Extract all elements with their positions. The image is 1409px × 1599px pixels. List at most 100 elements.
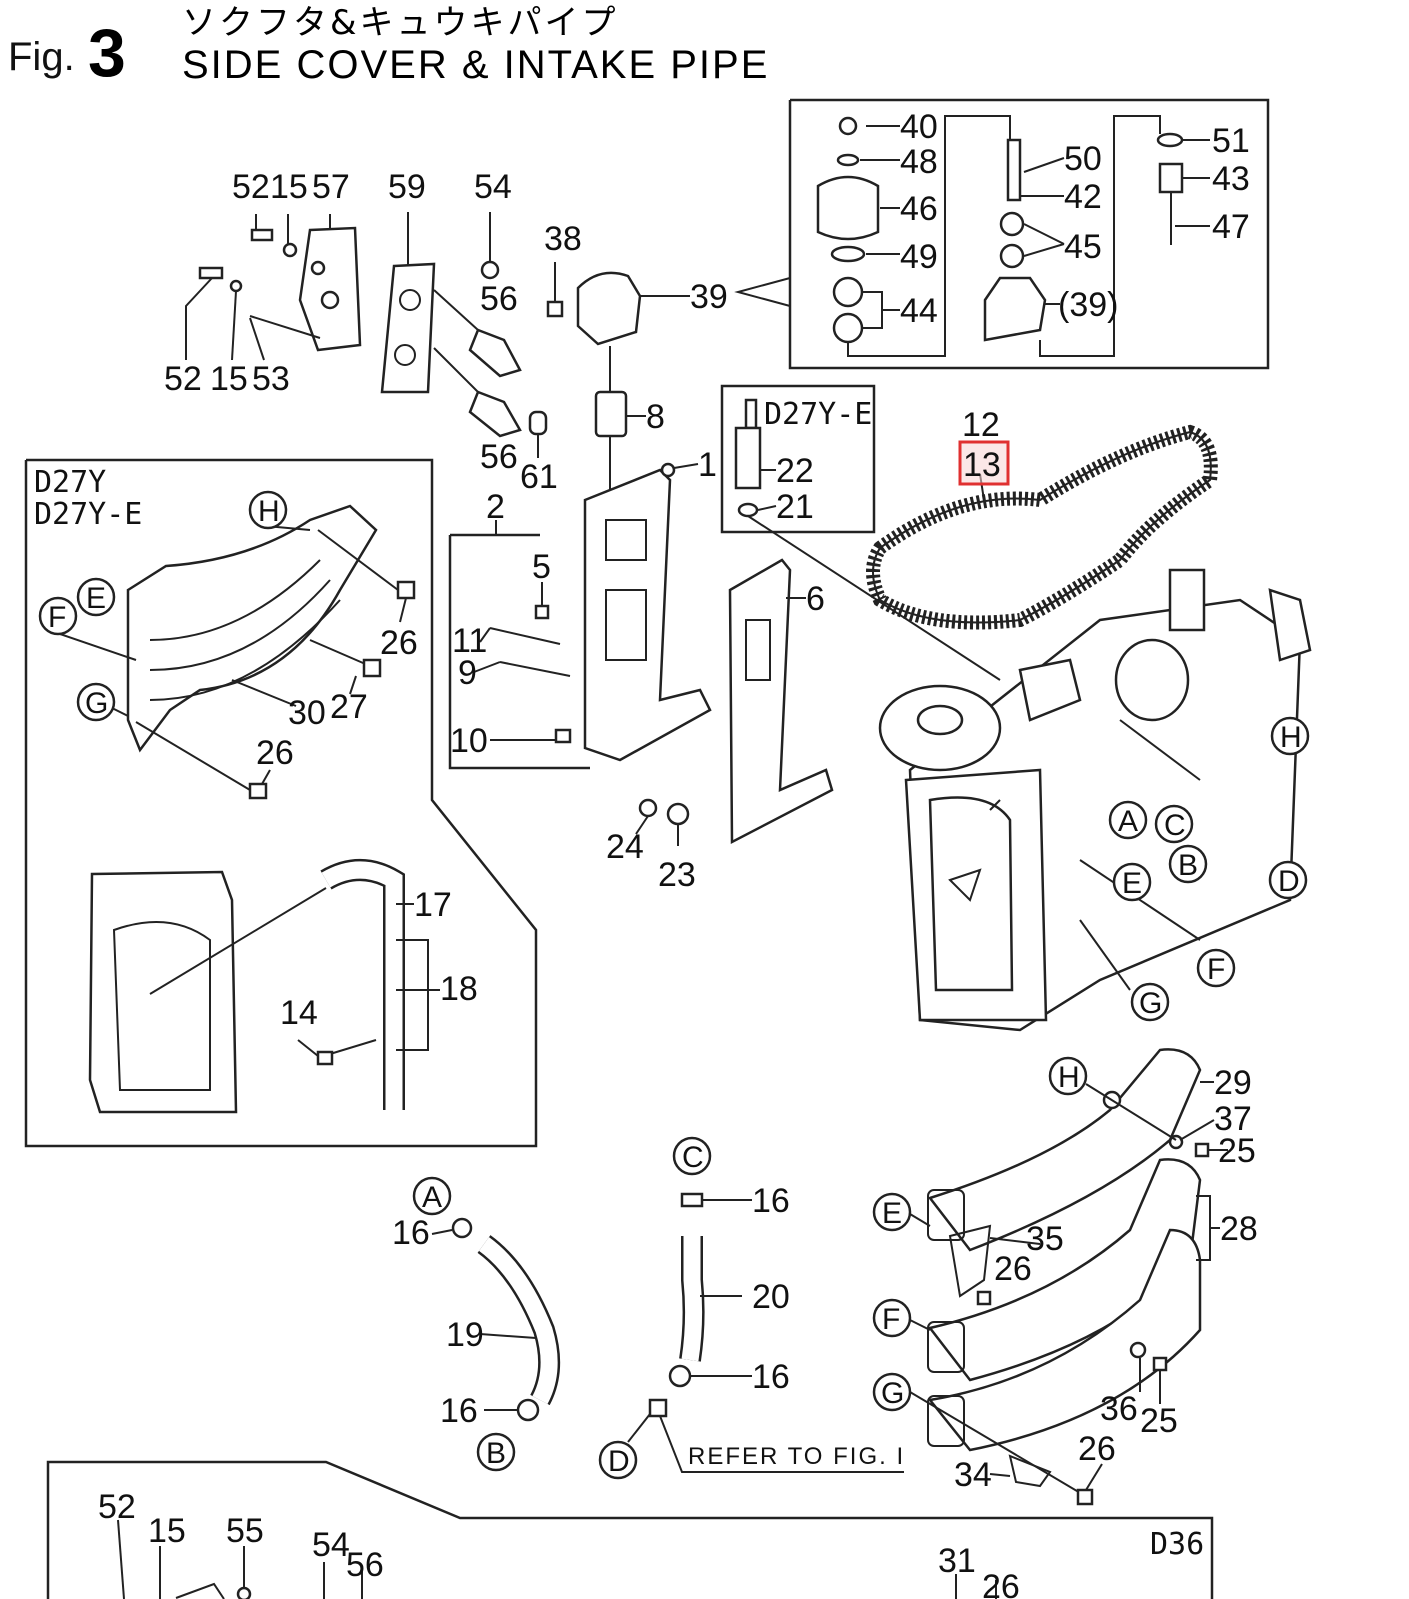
label-52-c: 52 bbox=[98, 1488, 136, 1526]
label-51: 51 bbox=[1212, 122, 1250, 160]
callout-g-inset: G bbox=[85, 687, 108, 720]
label-26-e: 26 bbox=[982, 1568, 1020, 1599]
callout-f-engine: F bbox=[1207, 953, 1225, 986]
label-2: 2 bbox=[486, 488, 505, 526]
callout-h-engine: H bbox=[1280, 721, 1302, 754]
label-8: 8 bbox=[646, 398, 665, 436]
callout-h-inset: H bbox=[258, 495, 280, 528]
callout-f-pipe: F bbox=[882, 1303, 900, 1336]
label-9: 9 bbox=[458, 654, 477, 692]
label-19: 19 bbox=[446, 1316, 484, 1354]
title-english: SIDE COVER & INTAKE PIPE bbox=[182, 43, 769, 87]
label-16-a: 16 bbox=[392, 1214, 430, 1252]
model-d36: D36 bbox=[1150, 1527, 1204, 1562]
label-15-a: 15 bbox=[270, 168, 308, 206]
label-25-a: 25 bbox=[1218, 1132, 1256, 1170]
fig-number: 3 bbox=[88, 15, 126, 91]
label-55: 55 bbox=[226, 1512, 264, 1550]
label-18: 18 bbox=[440, 970, 478, 1008]
label-5: 5 bbox=[532, 548, 551, 586]
callout-b-engine: B bbox=[1178, 849, 1198, 882]
label-31: 31 bbox=[938, 1542, 976, 1580]
label-53: 53 bbox=[252, 360, 290, 398]
label-29: 29 bbox=[1214, 1064, 1252, 1102]
callout-d-hose: D bbox=[608, 1445, 630, 1478]
label-17: 17 bbox=[414, 886, 452, 924]
callout-c-hose: C bbox=[682, 1141, 704, 1174]
label-39-paren: (39) bbox=[1058, 286, 1118, 324]
model-d27y-e: D27Y-E bbox=[34, 497, 142, 532]
model-d27y-e-small: D27Y-E bbox=[764, 397, 872, 432]
label-52-b: 52 bbox=[164, 360, 202, 398]
label-37: 37 bbox=[1214, 1100, 1252, 1138]
d36-bottom-inset bbox=[46, 1460, 1214, 1599]
label-16-c: 16 bbox=[752, 1182, 790, 1220]
label-40: 40 bbox=[900, 108, 938, 146]
callout-c-engine: C bbox=[1164, 809, 1186, 842]
label-22: 22 bbox=[776, 452, 814, 490]
label-25-b: 25 bbox=[1140, 1402, 1178, 1440]
label-13[interactable]: 13 bbox=[963, 446, 1001, 484]
callout-d-engine: D bbox=[1278, 865, 1300, 898]
fig-prefix: Fig. bbox=[8, 35, 75, 79]
label-54-b: 54 bbox=[312, 1526, 350, 1564]
label-24: 24 bbox=[606, 828, 644, 866]
callout-h-pipe: H bbox=[1058, 1061, 1080, 1094]
callout-f-inset: F bbox=[48, 601, 66, 634]
label-48: 48 bbox=[900, 143, 938, 181]
highlight-box-13[interactable] bbox=[958, 440, 1010, 486]
label-44: 44 bbox=[900, 292, 938, 330]
refer-note: REFER TO FIG. I bbox=[688, 1443, 905, 1470]
label-12: 12 bbox=[962, 406, 1000, 444]
label-59: 59 bbox=[388, 168, 426, 206]
label-20: 20 bbox=[752, 1278, 790, 1316]
label-39: 39 bbox=[690, 278, 728, 316]
label-34: 34 bbox=[954, 1456, 992, 1494]
label-35: 35 bbox=[1026, 1220, 1064, 1258]
callout-e-inset: E bbox=[86, 582, 106, 615]
label-15-b: 15 bbox=[210, 360, 248, 398]
label-50: 50 bbox=[1064, 140, 1102, 178]
label-26-a: 26 bbox=[380, 624, 418, 662]
label-57: 57 bbox=[312, 168, 350, 206]
label-27: 27 bbox=[330, 688, 368, 726]
label-28: 28 bbox=[1220, 1210, 1258, 1248]
label-56-c: 56 bbox=[346, 1546, 384, 1584]
label-56-a: 56 bbox=[480, 280, 518, 318]
label-52-a: 52 bbox=[232, 168, 270, 206]
gasket-6 bbox=[728, 558, 834, 845]
label-38: 38 bbox=[544, 220, 582, 258]
label-10: 10 bbox=[450, 722, 488, 760]
label-11: 11 bbox=[452, 622, 487, 660]
label-6: 6 bbox=[806, 580, 825, 618]
label-26-b: 26 bbox=[256, 734, 294, 772]
callout-a-engine: A bbox=[1118, 805, 1138, 838]
label-45: 45 bbox=[1064, 228, 1102, 266]
model-d27y: D27Y bbox=[34, 465, 106, 500]
label-30: 30 bbox=[288, 694, 326, 732]
label-47: 47 bbox=[1212, 208, 1250, 246]
label-61: 61 bbox=[520, 458, 558, 496]
label-1: 1 bbox=[698, 446, 717, 484]
callout-g-engine: G bbox=[1139, 987, 1162, 1020]
label-26-d: 26 bbox=[1078, 1430, 1116, 1468]
title-japanese: ソクフタ&キュウキパイプ bbox=[182, 3, 619, 43]
d27y-left-inset bbox=[24, 458, 538, 1148]
callout-e-engine: E bbox=[1122, 867, 1142, 900]
label-36: 36 bbox=[1100, 1390, 1138, 1428]
timing-belt bbox=[866, 424, 1218, 630]
label-56-b: 56 bbox=[480, 438, 518, 476]
label-21: 21 bbox=[776, 488, 814, 526]
label-26-c: 26 bbox=[994, 1250, 1032, 1288]
center-cover-group bbox=[448, 462, 712, 846]
upper-left-parts bbox=[185, 212, 690, 490]
label-14: 14 bbox=[280, 994, 318, 1032]
top-right-inset bbox=[734, 98, 1270, 370]
label-16-d: 16 bbox=[752, 1358, 790, 1396]
label-16-b: 16 bbox=[440, 1392, 478, 1430]
label-43: 43 bbox=[1212, 160, 1250, 198]
engine-callouts bbox=[1108, 716, 1310, 1022]
engine-block bbox=[878, 568, 1312, 1032]
callout-g-pipe: G bbox=[881, 1377, 904, 1410]
hose-20-group bbox=[598, 1136, 904, 1480]
